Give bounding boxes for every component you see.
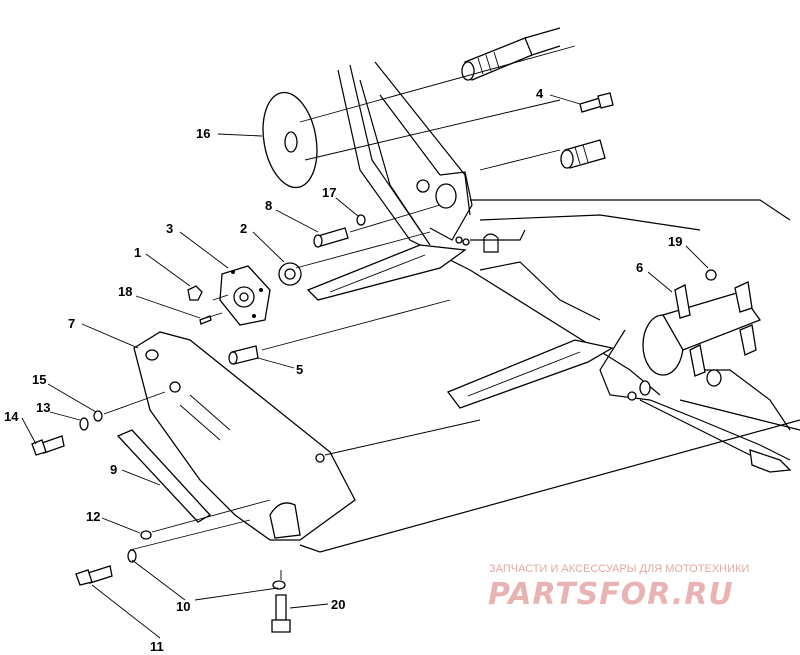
washer-10a xyxy=(127,549,137,563)
bolt-11 xyxy=(75,565,113,586)
callout-pointers xyxy=(21,94,709,639)
callout-1: 1 xyxy=(134,245,141,260)
callout-15: 15 xyxy=(32,372,46,387)
bolt-20 xyxy=(271,594,291,633)
callout-17: 17 xyxy=(322,185,336,200)
plate-9 xyxy=(116,429,212,523)
footrest-rib-upper xyxy=(306,244,467,301)
callout-3: 3 xyxy=(166,221,173,236)
nut-1 xyxy=(187,285,203,301)
callout-14: 14 xyxy=(4,409,19,424)
drive-shaft-upper xyxy=(461,27,561,81)
callout-8: 8 xyxy=(265,198,272,213)
footrest-rib-lower xyxy=(446,339,614,409)
spacer-5 xyxy=(228,345,259,365)
callout-18: 18 xyxy=(118,284,132,299)
plug-12 xyxy=(140,530,152,540)
bearing-housing-3 xyxy=(219,265,271,326)
callout-5: 5 xyxy=(296,362,303,377)
clamp-bracket-6 xyxy=(642,281,762,377)
callout-12: 12 xyxy=(86,509,100,524)
callout-2: 2 xyxy=(240,221,247,236)
washer-13 xyxy=(79,417,89,431)
callout-6: 6 xyxy=(636,260,643,275)
callout-13: 13 xyxy=(36,400,50,415)
washer-10b xyxy=(272,580,286,590)
callout-19: 19 xyxy=(668,234,682,249)
frame-structure xyxy=(299,61,800,553)
callout-labels: 1 2 3 4 5 6 7 8 9 10 11 12 13 14 15 16 1… xyxy=(4,86,682,654)
bolt-4 xyxy=(579,92,614,113)
callout-7: 7 xyxy=(68,316,75,331)
callout-11: 11 xyxy=(150,639,164,654)
bolt-14 xyxy=(31,435,65,456)
callout-20: 20 xyxy=(331,597,345,612)
drive-shaft-lower xyxy=(560,139,606,169)
disc-16 xyxy=(262,91,318,189)
watermark-caption: ЗАПЧАСТИ И АКСЕССУАРЫ ДЛЯ МОТОТЕХНИКИ xyxy=(489,563,749,575)
callout-9: 9 xyxy=(110,462,117,477)
washer-15 xyxy=(93,410,103,422)
nut-19 xyxy=(705,269,717,281)
callout-4: 4 xyxy=(536,86,544,101)
chaincase-cover-7 xyxy=(133,331,356,541)
bearing-2 xyxy=(278,262,302,286)
bolt-8 xyxy=(313,227,349,248)
watermark: ЗАПЧАСТИ И АКСЕССУАРЫ ДЛЯ МОТОТЕХНИКИ PA… xyxy=(488,563,749,612)
washer-17 xyxy=(356,214,366,226)
callout-10: 10 xyxy=(176,599,190,614)
watermark-logo: PARTSFOR.RU xyxy=(488,577,734,612)
leader-lines xyxy=(103,45,576,580)
callout-16: 16 xyxy=(196,126,210,141)
